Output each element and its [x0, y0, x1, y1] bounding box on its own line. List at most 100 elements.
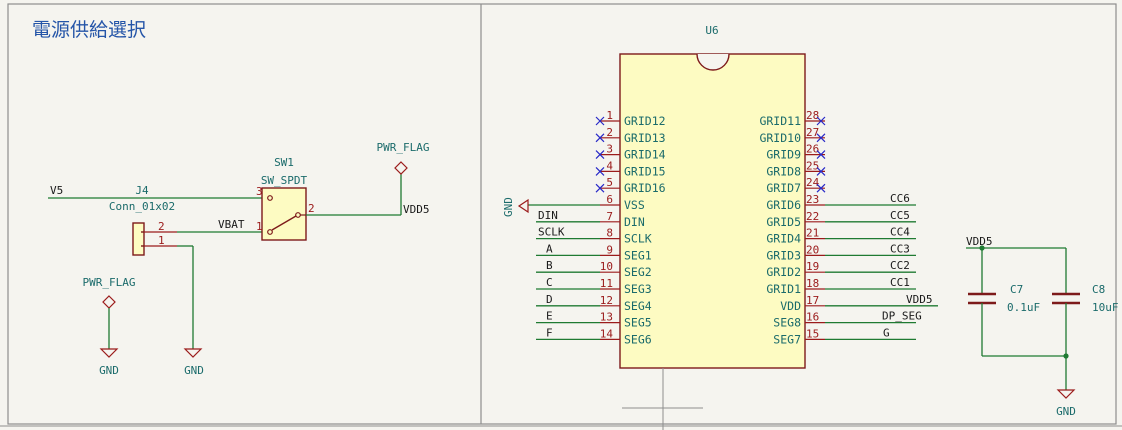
net-label-e: E [546, 310, 553, 323]
sw1-value: SW_SPDT [261, 174, 308, 187]
u6-pin-number: 19 [806, 260, 819, 273]
u6-pin-27[interactable]: 27 GRID10 [759, 126, 826, 145]
capacitor-c7[interactable]: C7 0.1uF [968, 283, 1040, 314]
u6-pin-name: SEG7 [773, 332, 801, 346]
no-connect-icon [595, 116, 605, 126]
pwr-flag-left-symbol [102, 295, 116, 309]
net-label-cc3: CC3 [890, 242, 910, 255]
u6-pin-number: 20 [806, 243, 819, 256]
sw1-contact-2 [295, 212, 301, 218]
u6-pin-name: SCLK [624, 232, 652, 246]
u6-pin-name: SEG3 [624, 282, 652, 296]
u6-pin-number: 6 [606, 193, 613, 206]
gnd-symbol-a[interactable]: GND [99, 348, 119, 377]
connector-j4[interactable]: J4 Conn_01x02 2 1 [109, 184, 177, 256]
u6-pin-name: GRID10 [759, 131, 801, 145]
c7-ref: C7 [1010, 283, 1023, 296]
u6-pin-name: GRID6 [766, 198, 801, 212]
u6-right-pins: 28GRID1127GRID1026GRID925GRID824GRID723G… [759, 109, 938, 346]
net-label-cc6: CC6 [890, 192, 910, 205]
u6-ref: U6 [705, 24, 718, 37]
gnd-arrow-vss[interactable]: GND [502, 197, 529, 217]
power-selection-section: V5 J4 Conn_01x02 2 1 VBAT SW1 SW_SPDT [48, 141, 430, 377]
gnd-c-label: GND [1056, 405, 1076, 418]
pwr-flag-top-symbol [394, 161, 408, 175]
u6-pin-name: GRID13 [624, 131, 666, 145]
u6-pin-name: GRID12 [624, 114, 666, 128]
u6-pin-number: 14 [600, 327, 614, 340]
gnd-symbol-b[interactable]: GND [183, 348, 204, 377]
u6-pin-3[interactable]: 3 GRID14 [595, 143, 666, 162]
sw1-pin-num-1: 1 [256, 220, 263, 233]
no-connect-icon [595, 183, 605, 193]
pwr-flag-left[interactable]: PWR_FLAG [83, 276, 136, 309]
net-label-dp_seg: DP_SEG [882, 310, 922, 323]
u6-pin-name: GRID4 [766, 232, 801, 246]
gnd-arrow-icon [517, 198, 529, 214]
u6-pin-number: 7 [606, 210, 613, 223]
gnd-symbol-c[interactable]: GND [1056, 389, 1076, 418]
u6-pin-name: GRID14 [624, 148, 666, 162]
c8-value: 10uF [1092, 301, 1119, 314]
u6-pin-number: 3 [606, 143, 613, 156]
capacitor-c8[interactable]: C8 10uF [1052, 283, 1119, 314]
no-connect-icon [816, 133, 826, 143]
net-label-vbat: VBAT [218, 218, 245, 231]
u6-pin-name: GRID15 [624, 164, 666, 178]
no-connect-icon [595, 150, 605, 160]
u6-body [619, 53, 806, 369]
u6-pin-name: SEG6 [624, 332, 652, 346]
sw1-lever [271, 215, 297, 231]
net-label-sclk: SCLK [538, 226, 565, 239]
u6-pin-number: 24 [806, 176, 820, 189]
u6-pin-name: GRID16 [624, 181, 666, 195]
switch-sw1[interactable]: SW1 SW_SPDT 3 1 2 [256, 156, 315, 241]
sheet-title: 電源供給選択 [32, 19, 146, 41]
u6-pin-number: 10 [600, 260, 613, 273]
gnd-b-icon [183, 348, 203, 358]
gnd-b-label: GND [184, 364, 204, 377]
no-connect-icon [595, 133, 605, 143]
gnd-c-icon [1056, 389, 1076, 399]
sw1-pin-num-2: 2 [308, 202, 315, 215]
gnd-a-icon [99, 348, 119, 358]
u6-pin-number: 18 [806, 277, 819, 290]
u6-pin-name: VDD [780, 299, 801, 313]
sw1-contact-3 [267, 195, 273, 201]
no-connect-icon [816, 116, 826, 126]
u6-pin-number: 27 [806, 126, 819, 139]
u6-pin-name: SEG1 [624, 248, 652, 262]
no-connect-icon [816, 166, 826, 176]
pwr-flag-top[interactable]: PWR_FLAG [377, 141, 430, 175]
c8-ref: C8 [1092, 283, 1105, 296]
